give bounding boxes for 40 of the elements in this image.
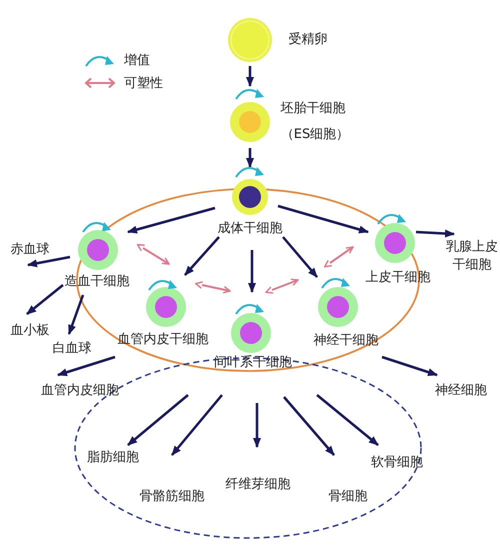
double-arrow xyxy=(265,278,299,294)
cell-type-label: 赤血球 xyxy=(10,241,50,259)
arrow xyxy=(283,396,335,456)
cell-type-label: 骨骼筋细胞 xyxy=(140,488,204,506)
legend-label: 可塑性 xyxy=(124,75,163,92)
cell-type-label: 血管内皮细胞 xyxy=(41,382,119,400)
arrow xyxy=(68,294,84,335)
cell-type-label: 纤维芽细胞 xyxy=(226,476,290,494)
cell-label: 间叶系干细胞 xyxy=(214,354,292,372)
cell-label: 坯胎干细胞 xyxy=(280,100,346,118)
arrow xyxy=(253,403,261,448)
cell-type-label: 白血球 xyxy=(52,340,92,358)
arrow xyxy=(171,394,223,456)
cell-label: 受精卵 xyxy=(288,31,328,49)
arrow xyxy=(382,356,438,376)
cell-label: （ES细胞） xyxy=(280,126,350,144)
arrow xyxy=(246,148,254,168)
arrow xyxy=(416,230,455,238)
arrow xyxy=(27,256,70,268)
arrow xyxy=(282,236,318,278)
cell-type-label: 脂肪细胞 xyxy=(87,449,139,467)
arrow xyxy=(127,206,216,234)
arrow xyxy=(248,250,256,293)
double-arrow xyxy=(136,244,170,265)
arrow xyxy=(278,204,369,234)
arrow xyxy=(316,394,379,446)
double-arrow xyxy=(195,281,231,294)
cell-type-label: 骨细胞 xyxy=(328,488,368,506)
cell-label: 成体干细胞 xyxy=(218,220,282,238)
arrow xyxy=(127,394,189,446)
double-arrow xyxy=(324,246,354,268)
cell-type-label: 神经细胞 xyxy=(435,382,487,400)
arrow xyxy=(184,236,220,276)
cell-type-label: 软骨细胞 xyxy=(371,454,423,472)
arrow xyxy=(57,356,116,376)
arrow xyxy=(26,284,64,315)
arrow xyxy=(246,66,254,87)
cell-type-label: 血小板 xyxy=(10,322,50,340)
legend-label: 增值 xyxy=(124,52,150,69)
cell-type-label: 乳腺上皮干细胞 xyxy=(445,238,499,274)
